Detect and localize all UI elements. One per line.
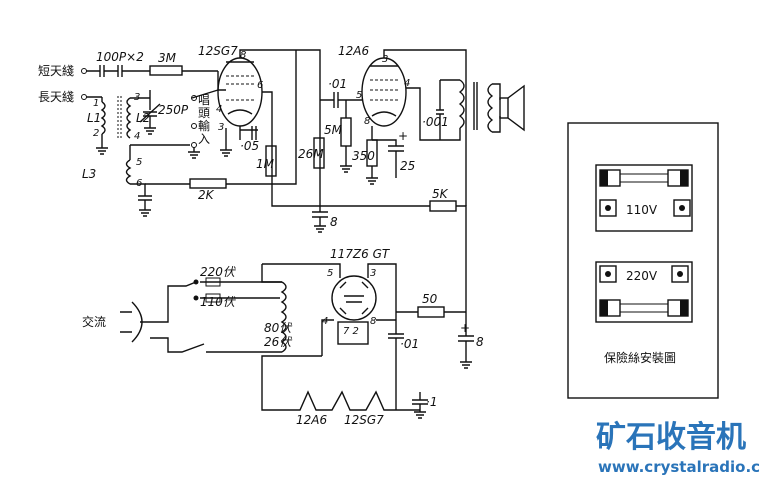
v80-label: 80伏 [264, 321, 293, 335]
brand-url-text: www.crystalradio.cn [598, 458, 760, 476]
resistor-2k [189, 178, 227, 189]
cap-8-top-label: 8 [330, 215, 338, 229]
coil-pin-5: 5 [136, 157, 142, 168]
tube2-label: 12A6 [338, 44, 369, 58]
fuse-110-text: 110V [626, 203, 658, 217]
tube3-pin-3: 3 [370, 268, 376, 279]
site-watermark: 矿石收音机 www.crystalradio.cn [596, 420, 760, 476]
cap-01-top-label: ·01 [328, 77, 347, 91]
ac-label: 交流 [82, 314, 106, 329]
res-1m-label: 1M [256, 157, 275, 171]
long-antenna-terminal [81, 94, 87, 100]
res-350-label: 350 [352, 149, 375, 163]
tube-12a6: 12A6 3 5 4 8 350 + 25 [338, 44, 467, 206]
heater-12sg7-label: 12SG7 [344, 413, 384, 427]
cap-1-label: ·1 [426, 395, 437, 409]
phono-input-label-4: 入 [198, 132, 210, 146]
phono-input-label-2: 頭 [198, 106, 210, 120]
cap-25-plus: + [398, 129, 408, 143]
cap-8-right-label: 8 [476, 335, 484, 349]
grid-res-label: 3M [158, 51, 177, 65]
res-2k-label: 2K [198, 188, 215, 202]
fuse-220-block [595, 261, 693, 323]
tube2-pin-4: 4 [404, 78, 410, 89]
tube1-pin-8: 8 [240, 50, 246, 61]
fuse-220-symbol [205, 277, 221, 287]
fuse-110-symbol [205, 293, 221, 303]
v220-label: 220伏 [200, 265, 237, 279]
tube1-pin-4: 4 [216, 104, 222, 115]
short-antenna-terminal [81, 68, 87, 74]
fuse-panel-frame [567, 122, 719, 399]
phono-input-label-3: 輸 [198, 118, 210, 133]
coupling-cap-label: 100P×2 [96, 50, 144, 64]
fuse-110-block [595, 164, 693, 232]
power-supply-section: 117Z6 GT 5 3 4 8 7 2 50 ·01 + 8 ·1 12A6 … [82, 247, 484, 427]
tube3-pin-4: 4 [322, 316, 328, 327]
res-5k-label: 5K [432, 187, 449, 201]
res-5m-label: 5M [324, 123, 343, 137]
coil-pin-2: 2 [93, 128, 99, 139]
cap-05-label: ·05 [240, 139, 259, 153]
tube3-envelope [331, 275, 377, 321]
tube3-label: 117Z6 GT [330, 247, 391, 261]
interstage-coupling: 26M ·01 5M 8 [296, 49, 430, 233]
tube-12sg7: 12SG7 8 6 4 3 ·05 1M [198, 44, 320, 207]
tube3-pin-7-2: 7 2 [343, 326, 359, 337]
tube3-pin-8: 8 [370, 316, 376, 327]
v26-label: 26伏 [264, 335, 293, 349]
tube3-pin-5: 5 [327, 268, 333, 279]
tube1-envelope [217, 57, 263, 127]
phono-input-label-1: 唱 [198, 93, 210, 107]
speaker-cone [507, 84, 525, 132]
variable-cap-label: 250P [158, 103, 189, 117]
coil-pin-1: 1 [93, 98, 99, 109]
short-antenna-label: 短天綫 [38, 64, 74, 78]
fuse-220-text: 220V [626, 269, 658, 283]
speaker-magnet [499, 97, 509, 119]
tube2-pin-3: 3 [382, 54, 388, 65]
tube2-pin-8: 8 [364, 116, 370, 127]
coil-pin-6: 6 [136, 178, 142, 189]
cap-8-right-plus: + [460, 321, 470, 335]
tube2-pin-5: 5 [356, 90, 362, 101]
l1-label: L1 [87, 111, 101, 125]
long-antenna-label: 長天綫 [38, 90, 74, 104]
res-50-label: 50 [422, 292, 438, 306]
tube1-pin-3: 3 [218, 122, 224, 133]
resistor-50 [417, 306, 445, 318]
cap-25-label: 25 [400, 159, 415, 173]
coil-pin-4: 4 [134, 131, 140, 142]
fuse-caption: 保險絲安裝圖 [604, 350, 676, 365]
antenna-input-section: 短天綫 長天綫 100P×2 3M L1 L2 1 2 3 4 250P 唱 頭 [38, 50, 297, 217]
fuse-installation-panel: 110V 220V 保險絲安裝圖 [567, 122, 719, 399]
cap-01-mid-label: ·01 [400, 337, 419, 351]
heater-12a6-label: 12A6 [296, 413, 327, 427]
res-26m-label: 26M [298, 147, 324, 161]
cap-001-label: ·001 [422, 115, 449, 129]
l2-label: L2 [136, 111, 150, 125]
output-stage: ·001 5K [422, 79, 525, 312]
l3-label: L3 [82, 167, 96, 181]
grid-resistor [149, 65, 183, 76]
resistor-5k [429, 200, 457, 212]
brand-logo-text: 矿石收音机 [596, 420, 746, 455]
tube1-label: 12SG7 [198, 44, 238, 58]
tube1-pin-6: 6 [257, 80, 263, 91]
